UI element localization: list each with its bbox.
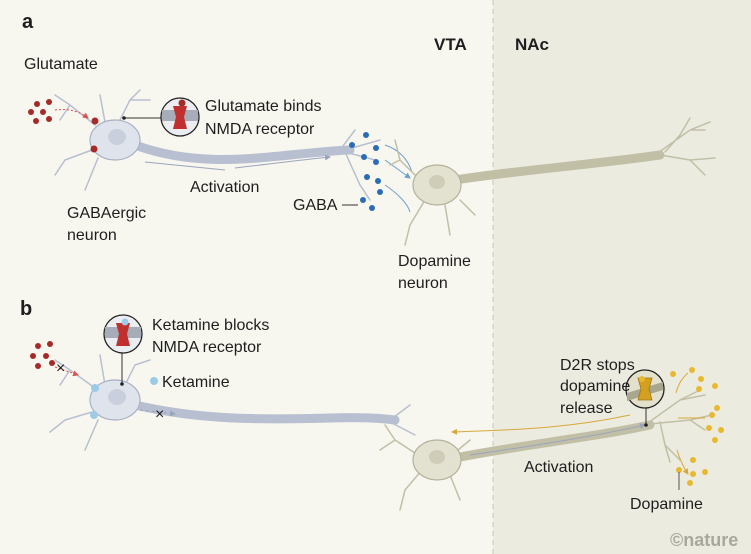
glutamate-binds-label-1: Glutamate binds xyxy=(205,98,322,115)
nac-label: NAc xyxy=(515,35,549,54)
nmda-receptor-inset-a xyxy=(160,97,200,137)
ketamine-blocks-label-2: NMDA receptor xyxy=(152,339,262,356)
panel-a-label: a xyxy=(22,11,34,33)
vta-label: VTA xyxy=(434,35,467,54)
gabaergic-neuron-a xyxy=(54,89,381,201)
glutamate-binds-label-2: NMDA receptor xyxy=(205,121,315,138)
ketamine-molecule xyxy=(150,377,158,385)
blocked-x-icon: × xyxy=(56,360,65,377)
glutamate-molecules-b xyxy=(30,341,55,369)
dopamine-neuron-label-2: neuron xyxy=(398,275,448,292)
activation-arrow-a xyxy=(144,157,330,171)
glutamate-label: Glutamate xyxy=(24,56,98,73)
activation-arrow-b xyxy=(469,423,646,456)
ketamine-label: Ketamine xyxy=(162,374,230,391)
gabaergic-neuron-label-2: neuron xyxy=(67,227,117,244)
glutamate-molecules-a xyxy=(28,99,99,153)
gaba-label: GABA xyxy=(293,197,338,214)
d2r-label-2: dopamine xyxy=(560,378,630,395)
dopamine-neuron-label-1: Dopamine xyxy=(398,253,471,270)
d2r-label-1: D2R stops xyxy=(560,357,635,374)
feedback-arrow xyxy=(451,414,631,435)
nac-region-background xyxy=(493,0,751,554)
gaba-molecules xyxy=(349,132,383,211)
gabaergic-neuron-b xyxy=(49,354,416,451)
dopamine-label: Dopamine xyxy=(630,496,703,513)
d2r-label-3: release xyxy=(560,400,613,417)
gaba-arrows xyxy=(384,144,412,213)
glutamate-arrow xyxy=(54,109,89,119)
blocked-x-icon: × xyxy=(155,406,164,423)
ketamine-blocks-label-1: Ketamine blocks xyxy=(152,317,269,334)
d2r-inset xyxy=(625,369,665,409)
nmda-receptor-inset-b xyxy=(103,314,143,354)
dopamine-neuron-a xyxy=(389,117,716,246)
activation-label-b: Activation xyxy=(524,459,593,476)
gabaergic-neuron-label-1: GABAergic xyxy=(67,205,146,222)
nature-credit-logo: ©nature xyxy=(670,530,738,550)
activation-label-a: Activation xyxy=(190,179,259,196)
panel-b-label: b xyxy=(20,298,32,320)
